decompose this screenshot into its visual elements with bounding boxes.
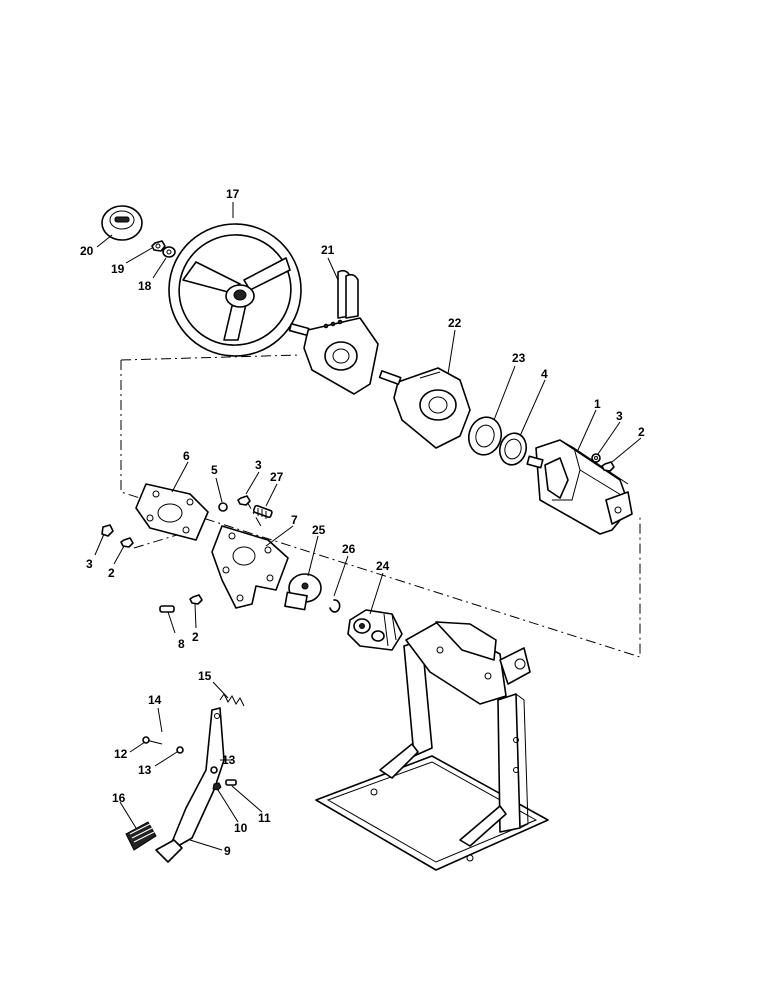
outline-to-bolt	[245, 499, 263, 529]
bracket-bolt	[101, 524, 114, 537]
plate-bolt	[159, 605, 175, 613]
callout-18: 18	[138, 279, 152, 293]
return-spring	[219, 693, 245, 707]
pedal-nut	[212, 782, 222, 791]
pedal-washer-upper	[176, 746, 184, 754]
callout-13-right: 13	[222, 753, 236, 767]
callout-27: 27	[270, 470, 284, 484]
outline-to-nut	[133, 527, 201, 549]
callout-2-column: 2	[638, 425, 645, 439]
callout-10: 10	[234, 821, 248, 835]
callout-4: 4	[541, 367, 548, 381]
callout-23: 23	[512, 351, 526, 365]
callout-3-stud: 3	[255, 458, 262, 472]
leader-lines	[94, 202, 642, 851]
pedal-pivot-bolt	[142, 736, 163, 745]
steering-washer	[162, 246, 176, 258]
pedal-pad	[125, 821, 157, 851]
support-stand	[315, 621, 549, 871]
callout-13-left: 13	[138, 763, 152, 777]
callout-22: 22	[448, 316, 462, 330]
callout-26: 26	[342, 542, 356, 556]
plate-nut	[189, 594, 203, 605]
assembly-outline	[120, 360, 641, 658]
steering-column	[526, 439, 633, 535]
callout-9: 9	[224, 844, 231, 858]
callout-20: 20	[80, 244, 94, 258]
steering-wheel	[168, 223, 302, 357]
horn-cap	[101, 205, 143, 241]
callout-3-bracket: 3	[86, 557, 93, 571]
shim-ring	[467, 416, 503, 456]
callout-labels: 17 20 19 18 21 22 23 4 1 3 2 6 5 3 27 7 …	[80, 187, 645, 858]
switch-cam	[284, 573, 322, 611]
callout-21: 21	[321, 243, 335, 257]
callout-2-bracket: 2	[108, 566, 115, 580]
pedal-lever	[155, 707, 225, 863]
lower-plate	[211, 525, 289, 609]
callout-17: 17	[226, 187, 240, 201]
callout-25: 25	[312, 523, 326, 537]
callout-15: 15	[198, 669, 212, 683]
column-bolt	[591, 453, 601, 463]
steering-valve	[347, 609, 403, 651]
callout-12: 12	[114, 747, 128, 761]
callout-2-plate: 2	[192, 630, 199, 644]
callout-5: 5	[211, 463, 218, 477]
callout-8: 8	[178, 637, 185, 651]
spacer-ring	[498, 432, 528, 466]
callout-24: 24	[376, 559, 390, 573]
callout-3-column: 3	[616, 409, 623, 423]
callout-14: 14	[148, 693, 162, 707]
callout-16: 16	[112, 791, 126, 805]
callout-19: 19	[111, 262, 125, 276]
pedal-washer-lower	[210, 766, 218, 774]
pedal-bolt	[225, 779, 237, 786]
upper-bracket	[135, 483, 209, 541]
callout-11: 11	[258, 811, 271, 825]
bracket-washer	[218, 502, 228, 512]
steering-nut	[151, 240, 166, 252]
lever-switch	[378, 367, 471, 449]
assembly-outline-top	[120, 354, 301, 361]
callout-6: 6	[183, 449, 190, 463]
bracket-nut	[120, 537, 134, 548]
column-nut	[601, 461, 615, 472]
stud-bolt	[252, 504, 273, 519]
stud-nut	[237, 495, 251, 506]
snap-ring	[329, 599, 341, 613]
multifunction-switch	[288, 269, 379, 395]
callout-1: 1	[594, 397, 601, 411]
callout-7: 7	[291, 513, 298, 527]
